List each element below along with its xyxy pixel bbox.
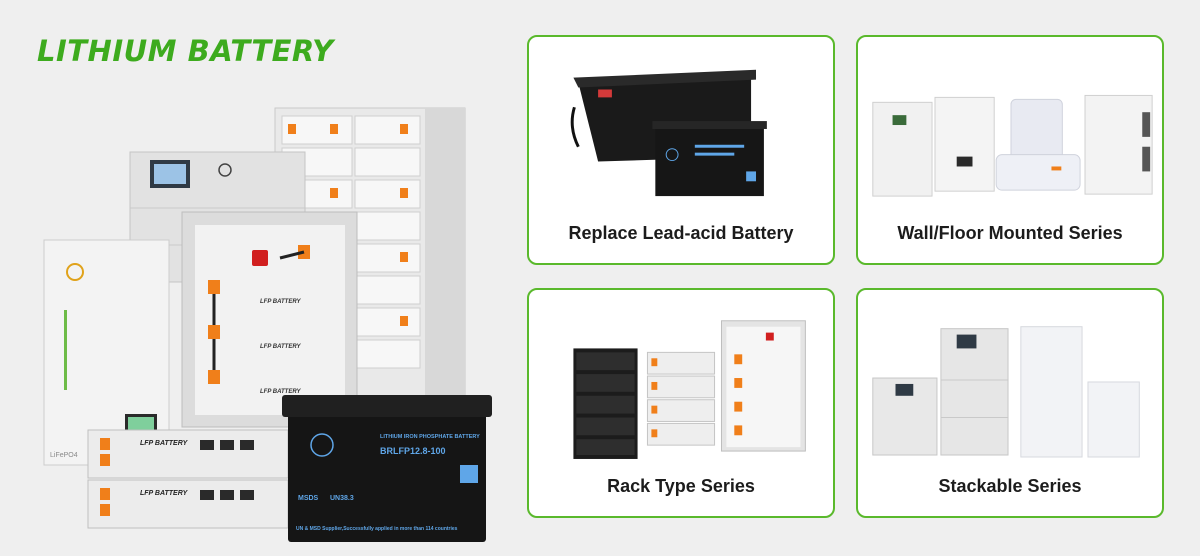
small-black-battery	[652, 121, 767, 197]
lead-acid-replacement-battery: LITHIUM IRON PHOSPHATE BATTERY BRLFP12.8…	[282, 395, 492, 542]
wall-mounted-unit: LiFePO4	[43, 239, 170, 466]
card-rack-type[interactable]: Rack Type Series	[527, 288, 835, 518]
rack-module-label: LFP BATTERY	[260, 344, 302, 350]
card-wall-floor-mounted[interactable]: Wall/Floor Mounted Series	[856, 35, 1164, 265]
card-label: Replace Lead-acid Battery	[568, 223, 794, 243]
rack-module-label: LFP BATTERY	[260, 299, 302, 305]
open-rack-cabinet: LFP BATTERY LFP BATTERY LFP BATTERY	[181, 211, 358, 428]
lead-acid-battery-image	[570, 69, 767, 197]
card-replace-lead-acid[interactable]: Replace Lead-acid Battery	[527, 35, 835, 265]
front-battery-un-code: UN38.3	[330, 495, 354, 502]
card-label: Stackable Series	[938, 476, 1082, 496]
module-label: LFP BATTERY	[140, 440, 189, 447]
rack-module-label: LFP BATTERY	[260, 389, 302, 395]
front-battery-heading: LITHIUM IRON PHOSPHATE BATTERY	[380, 434, 480, 440]
card-label: Rack Type Series	[607, 476, 755, 496]
stackable-image	[872, 326, 1140, 458]
rack-type-image	[573, 320, 806, 459]
lfp-module-stack: LFP BATTERY LFP BATTERY	[87, 429, 289, 529]
white-module-stack	[646, 351, 716, 446]
black-rack	[573, 348, 638, 459]
front-battery-msds: MSDS	[298, 495, 319, 502]
hero-battery-collage: LFP BATTERY LFP BATTERY LFP BATTERY LiFe…	[43, 107, 492, 542]
front-battery-supplier-line: UN & MSD Supplier,Successfully applied i…	[296, 526, 458, 532]
wall-unit-label: LiFePO4	[50, 452, 78, 459]
cabinet-rack	[720, 320, 806, 452]
front-battery-model: BRLFP12.8-100	[380, 446, 446, 456]
wall-floor-mounted-image	[872, 94, 1153, 197]
card-label: Wall/Floor Mounted Series	[897, 223, 1123, 243]
page-title: LITHIUM BATTERY	[37, 34, 334, 68]
module-label: LFP BATTERY	[140, 490, 189, 497]
card-stackable[interactable]: Stackable Series	[856, 288, 1164, 518]
